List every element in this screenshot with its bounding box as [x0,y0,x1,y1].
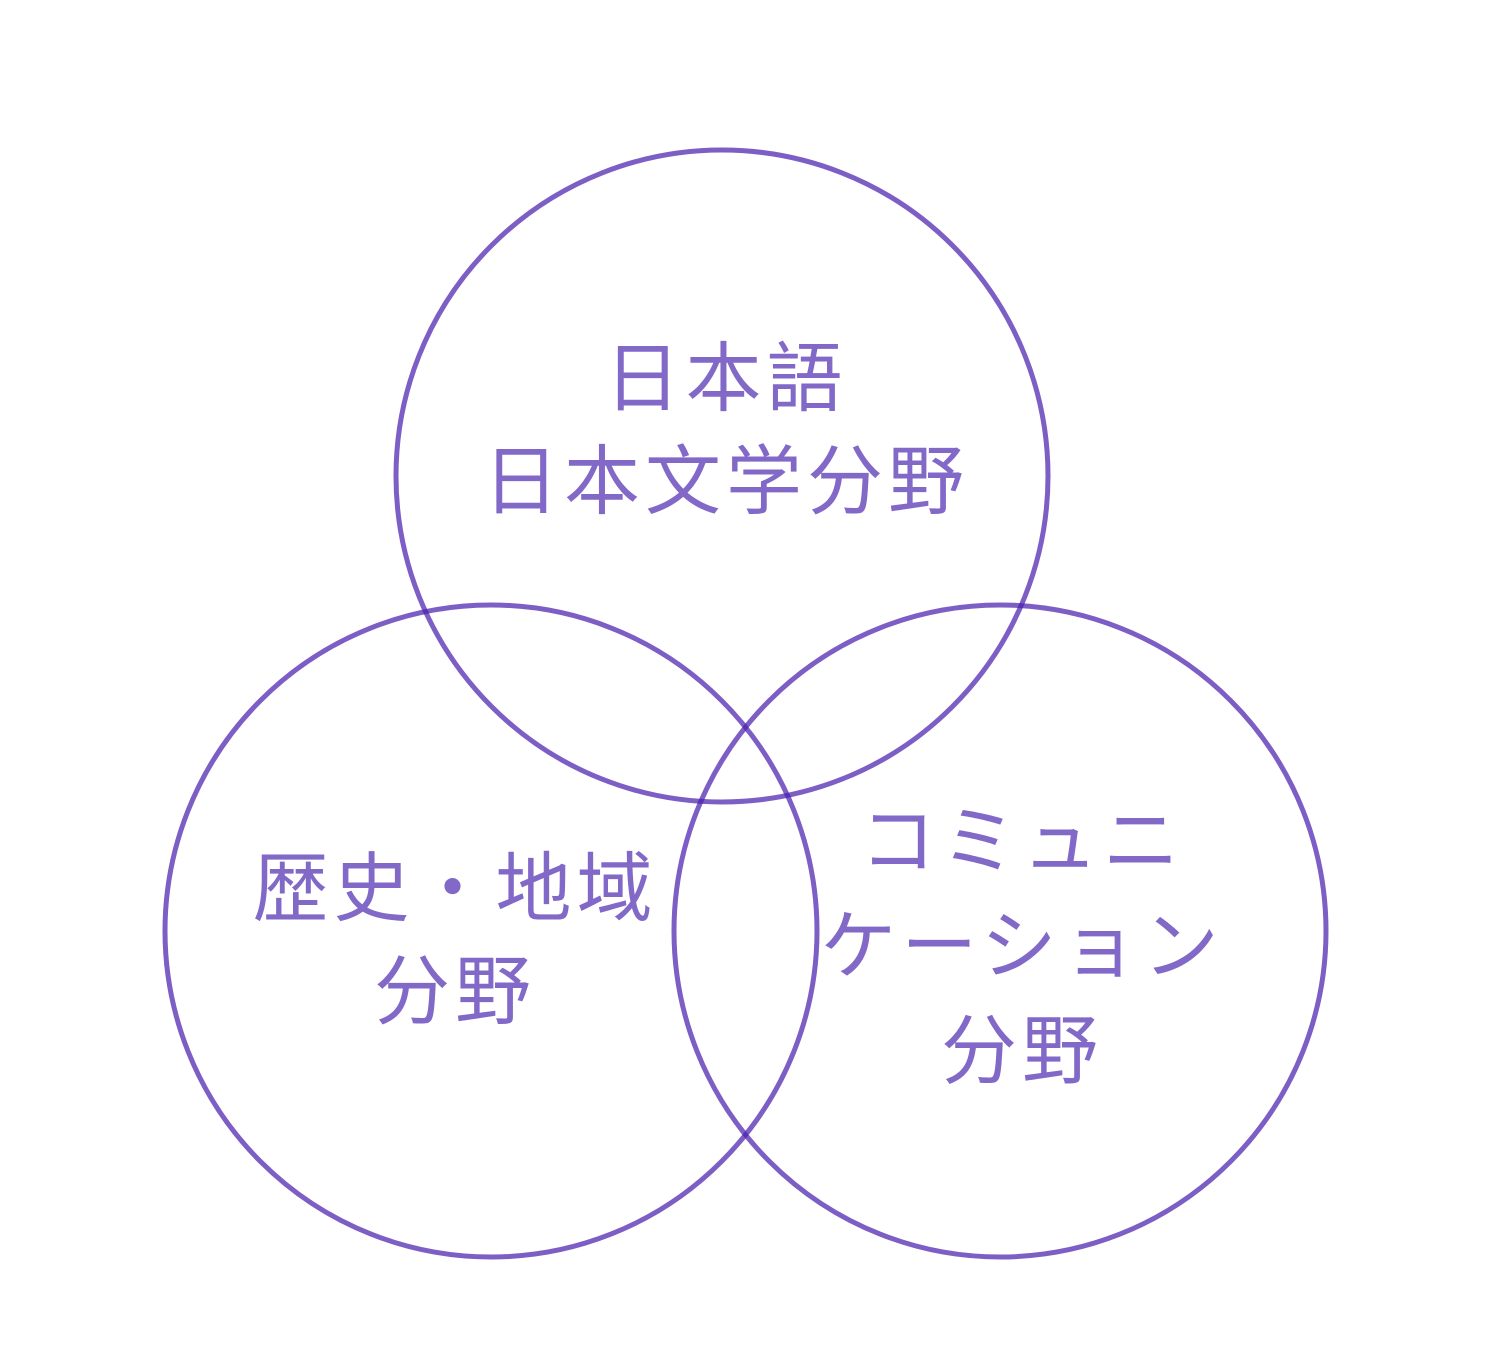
label-line: 日本文学分野 [483,440,969,525]
circle-history-region [162,602,820,1260]
label-line: ケーション [820,904,1224,990]
label-japanese-language-literature: 日本語 日本文学分野 [483,328,969,534]
label-line: 日本語 [604,337,848,422]
label-line: 歴史・地域 [252,847,658,932]
circle-japanese-language-literature [393,147,1051,805]
label-history-region: 歴史・地域 分野 [253,838,658,1044]
label-line: コミュニ [859,799,1184,885]
label-line: 分野 [940,1009,1103,1095]
label-line: 分野 [374,950,536,1035]
circle-communication [671,602,1329,1260]
label-communication: コミュニ ケーション 分野 [820,790,1223,1105]
